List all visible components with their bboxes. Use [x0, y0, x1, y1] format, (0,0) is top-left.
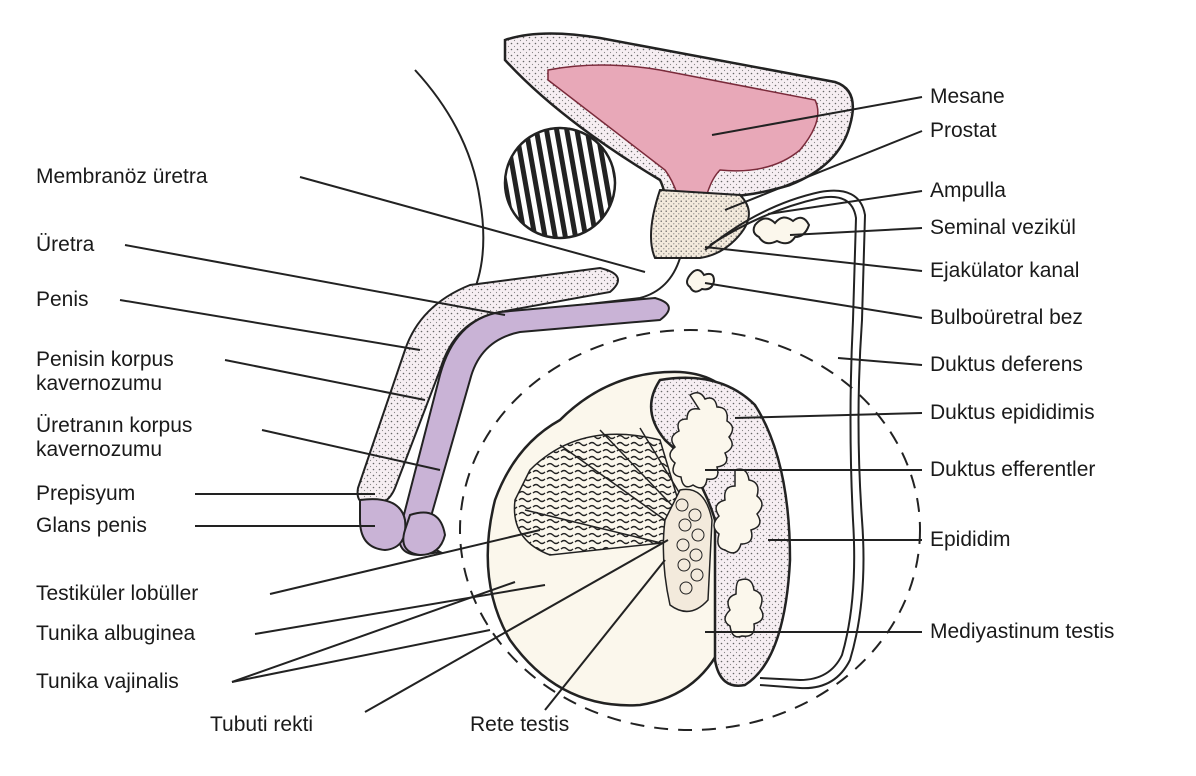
label-seminal-vezikul: Seminal vezikül [930, 216, 1076, 240]
glans-penis [360, 499, 405, 550]
label-uretranin-korpus-1: Üretranın korpus [36, 414, 192, 438]
label-testikuler-lobuller: Testiküler lobüller [36, 582, 198, 606]
label-glans-penis: Glans penis [36, 514, 147, 538]
label-uretra: Üretra [36, 233, 94, 257]
bulbourethral-gland [687, 270, 714, 292]
label-uretranin-korpus-2: kavernozumu [36, 438, 162, 462]
label-ampulla: Ampulla [930, 179, 1006, 203]
label-prostat: Prostat [930, 119, 997, 143]
label-penis: Penis [36, 288, 89, 312]
label-mediyastinum-testis: Mediyastinum testis [930, 620, 1114, 644]
label-duktus-deferens: Duktus deferens [930, 353, 1083, 377]
label-penisin-korpus-2: kavernozumu [36, 372, 162, 396]
prostate [651, 190, 749, 258]
label-duktus-efferentler: Duktus efferentler [930, 458, 1095, 482]
glans-purple-2 [403, 513, 445, 556]
label-epididim: Epididim [930, 528, 1011, 552]
label-ejakulator-kanal: Ejakülator kanal [930, 259, 1079, 283]
label-duktus-epididimis: Duktus epididimis [930, 401, 1095, 425]
label-penisin-korpus-1: Penisin korpus [36, 348, 174, 372]
label-membranoz-uretra: Membranöz üretra [36, 165, 208, 189]
seminal-vesicle [754, 217, 809, 243]
label-mesane: Mesane [930, 85, 1005, 109]
label-bulbouretral-bez: Bulboüretral bez [930, 306, 1083, 330]
label-tunika-vajinalis: Tunika vajinalis [36, 670, 179, 694]
label-rete-testis: Rete testis [470, 713, 569, 737]
label-tubuti-rekti: Tubuti rekti [210, 713, 313, 737]
label-tunika-albuginea: Tunika albuginea [36, 622, 195, 646]
label-prepisyum: Prepisyum [36, 482, 135, 506]
